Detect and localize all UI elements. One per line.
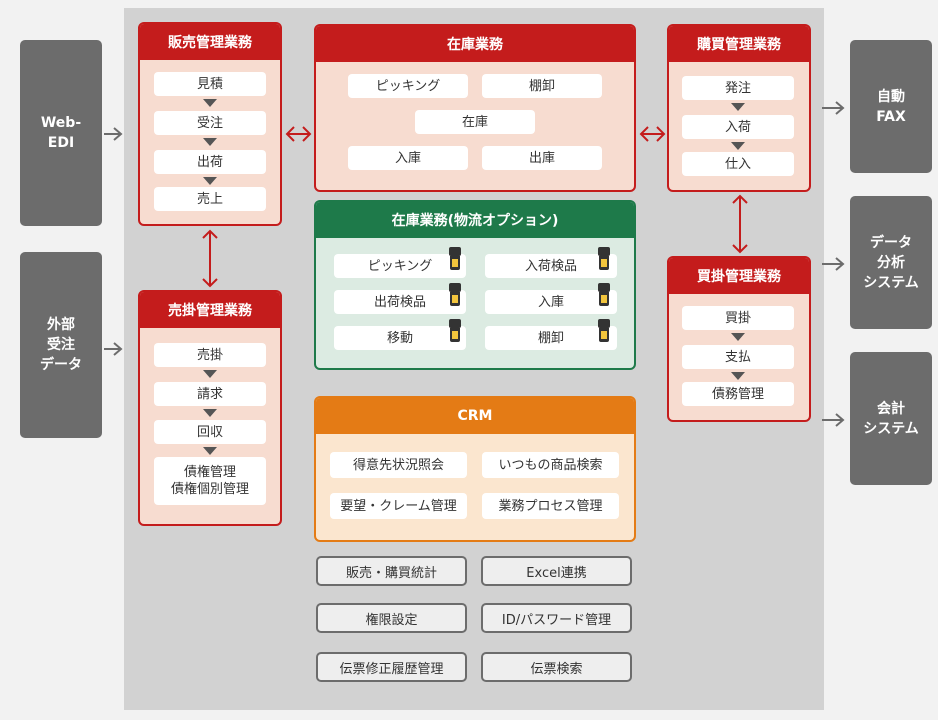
handheld-scanner-icon: [598, 319, 610, 343]
accounting-system-label: 会計 システム: [863, 400, 919, 437]
payable-step-debt-management: 債務管理: [682, 382, 794, 406]
flow-arrow-down-icon: [731, 142, 745, 150]
purchase-management-title: 購買管理業務: [669, 26, 809, 62]
data-analysis-system-box: データ 分析 システム: [850, 196, 932, 329]
handheld-scanner-icon: [598, 283, 610, 307]
logistics-stocktaking: 棚卸: [485, 326, 617, 350]
receivable-step-ar: 売掛: [154, 343, 266, 367]
purchase-step-purchase: 仕入: [682, 152, 794, 176]
external-order-data-box: 外部 受注 データ: [20, 252, 102, 438]
excel-integration: Excel連携: [481, 556, 632, 586]
arrow-head-icon: [835, 257, 845, 271]
flow-arrow-down-icon: [731, 372, 745, 380]
flow-arrow-down-icon: [203, 177, 217, 185]
payable-step-ap: 買掛: [682, 306, 794, 330]
logistics-picking: ピッキング: [334, 254, 466, 278]
sales-step-order: 受注: [154, 111, 266, 135]
flow-arrow-down-icon: [203, 409, 217, 417]
data-analysis-system-label: データ 分析 システム: [863, 234, 919, 291]
crm-customer-status: 得意先状況照会: [330, 452, 467, 478]
auto-fax-label: 自動 FAX: [876, 88, 906, 125]
inventory-title: 在庫業務: [316, 26, 634, 62]
handheld-scanner-icon: [449, 247, 461, 271]
receivable-step-collection: 回収: [154, 420, 266, 444]
sales-purchase-statistics: 販売・購買統計: [316, 556, 467, 586]
web-edi-label: Web- EDI: [40, 115, 82, 151]
inventory-shipping: 出庫: [482, 146, 602, 170]
logistics-shipping-inspection: 出荷検品: [334, 290, 466, 314]
handheld-scanner-icon: [449, 319, 461, 343]
auto-fax-box: 自動 FAX: [850, 40, 932, 173]
logistics-option-title: 在庫業務(物流オプション): [316, 202, 634, 238]
purchase-step-arrival: 入荷: [682, 115, 794, 139]
handheld-scanner-icon: [598, 247, 610, 271]
sales-step-sales: 売上: [154, 187, 266, 211]
external-order-data-label: 外部 受注 データ: [40, 317, 82, 373]
arrow-head-icon: [835, 101, 845, 115]
slip-search: 伝票検索: [481, 652, 632, 682]
inventory-stock: 在庫: [415, 110, 535, 134]
flow-arrow-down-icon: [203, 138, 217, 146]
receivable-step-billing: 請求: [154, 382, 266, 406]
slip-revision-history: 伝票修正履歴管理: [316, 652, 467, 682]
arrow-head-icon: [113, 127, 123, 141]
flow-arrow-down-icon: [731, 333, 745, 341]
crm-business-process: 業務プロセス管理: [482, 493, 619, 519]
crm-request-complaint: 要望・クレーム管理: [330, 493, 467, 519]
accounting-system-box: 会計 システム: [850, 352, 932, 485]
flow-arrow-down-icon: [203, 99, 217, 107]
flow-arrow-down-icon: [203, 370, 217, 378]
sales-management-title: 販売管理業務: [140, 24, 280, 60]
receivable-step-credit-management: 債権管理 債権個別管理: [154, 457, 266, 505]
logistics-stock-in: 入庫: [485, 290, 617, 314]
sales-step-estimate: 見積: [154, 72, 266, 96]
inventory-stocktaking: 棚卸: [482, 74, 602, 98]
sales-step-shipment: 出荷: [154, 150, 266, 174]
payable-step-payment: 支払: [682, 345, 794, 369]
flow-arrow-down-icon: [203, 447, 217, 455]
logistics-receiving-inspection: 入荷検品: [485, 254, 617, 278]
arrow-head-icon: [835, 413, 845, 427]
inventory-receiving: 入庫: [348, 146, 468, 170]
purchase-step-order: 発注: [682, 76, 794, 100]
arrow-head-icon: [113, 342, 123, 356]
logistics-transfer: 移動: [334, 326, 466, 350]
flow-arrow-down-icon: [731, 103, 745, 111]
payable-management-title: 買掛管理業務: [669, 258, 809, 294]
inventory-picking: ピッキング: [348, 74, 468, 98]
web-edi-box: Web- EDI: [20, 40, 102, 226]
handheld-scanner-icon: [449, 283, 461, 307]
id-password-management: ID/パスワード管理: [481, 603, 632, 633]
crm-usual-product-search: いつもの商品検索: [482, 452, 619, 478]
crm-title: CRM: [316, 398, 634, 434]
permission-settings: 権限設定: [316, 603, 467, 633]
receivable-management-title: 売掛管理業務: [140, 292, 280, 328]
